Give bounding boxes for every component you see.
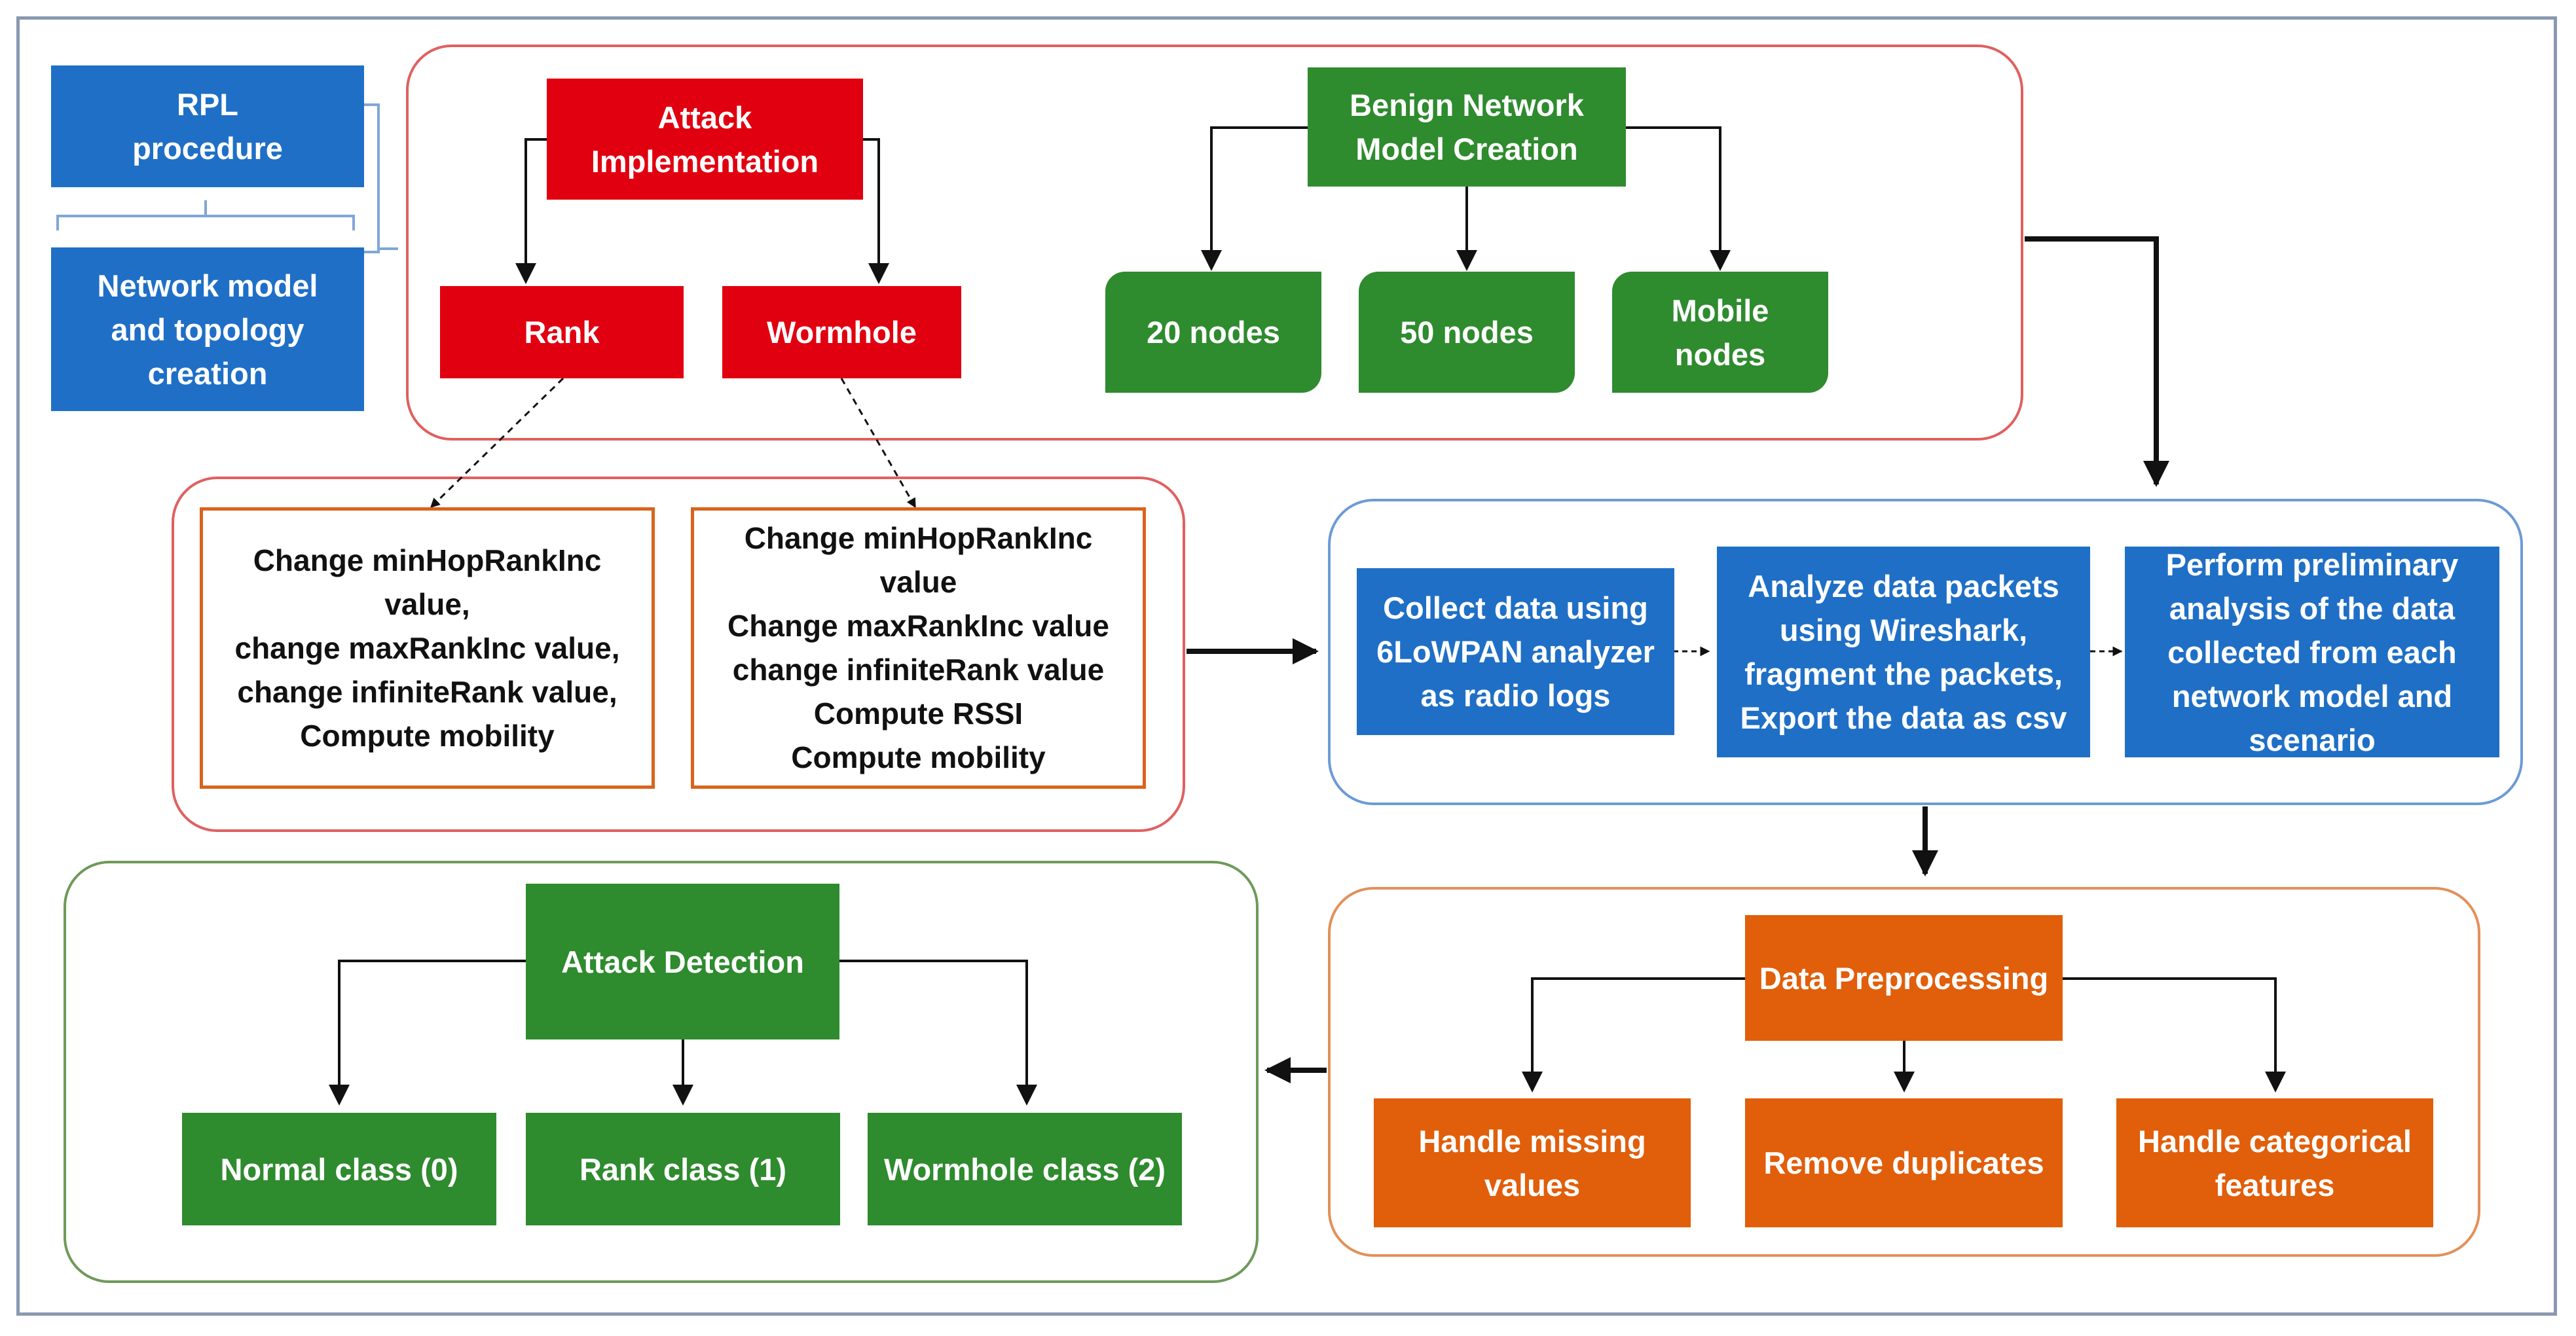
nodes-50-box: 50 nodes <box>1359 272 1575 393</box>
benign-network-box: Benign Network Model Creation <box>1308 67 1626 187</box>
collect-data-box: Collect data using 6LoWPAN analyzer as r… <box>1357 568 1674 735</box>
attack-implementation-box: Attack Implementation <box>547 79 863 200</box>
rank-details-box: Change minHopRankInc value, change maxRa… <box>200 507 655 789</box>
dashed-detail-arrows <box>430 377 917 509</box>
attack-detection-box: Attack Detection <box>526 884 839 1039</box>
benign-tree-lines <box>1201 126 1731 271</box>
detection-tree-lines <box>329 960 1037 1106</box>
nodes-20-box: 20 nodes <box>1105 272 1321 393</box>
main-flow-arrows <box>1187 236 2169 1083</box>
remove-duplicates-box: Remove duplicates <box>1745 1098 2063 1227</box>
wormhole-class-box: Wormhole class (2) <box>868 1113 1182 1225</box>
sidebar-brace <box>56 200 355 230</box>
handle-categorical-box: Handle categorical features <box>2116 1098 2433 1227</box>
normal-class-box: Normal class (0) <box>182 1113 496 1225</box>
network-model-box: Network model and topology creation <box>51 247 364 411</box>
rank-class-box: Rank class (1) <box>526 1113 840 1225</box>
mobile-nodes-box: Mobile nodes <box>1612 272 1828 393</box>
wormhole-attack-box: Wormhole <box>722 286 961 378</box>
attack-tree-lines <box>515 138 889 284</box>
sidebar-bracket <box>363 103 398 253</box>
data-collection-group <box>1328 499 2523 805</box>
preliminary-analysis-box: Perform preliminary analysis of the data… <box>2125 547 2499 757</box>
rank-attack-box: Rank <box>440 286 684 378</box>
data-preprocessing-box: Data Preprocessing <box>1745 915 2063 1041</box>
handle-missing-values-box: Handle missing values <box>1374 1098 1691 1227</box>
wormhole-details-box: Change minHopRankInc value Change maxRan… <box>691 507 1146 789</box>
analyze-packets-box: Analyze data packets using Wireshark, fr… <box>1717 547 2090 757</box>
rpl-procedure-box: RPL procedure <box>51 65 364 187</box>
attack-details-group <box>172 477 1185 832</box>
preprocessing-group <box>1328 887 2480 1257</box>
diagram-frame <box>16 16 2557 1316</box>
attack-detection-group <box>64 861 1259 1283</box>
attack-benign-group <box>406 45 2023 441</box>
preprocessing-tree-lines <box>1522 977 2286 1092</box>
